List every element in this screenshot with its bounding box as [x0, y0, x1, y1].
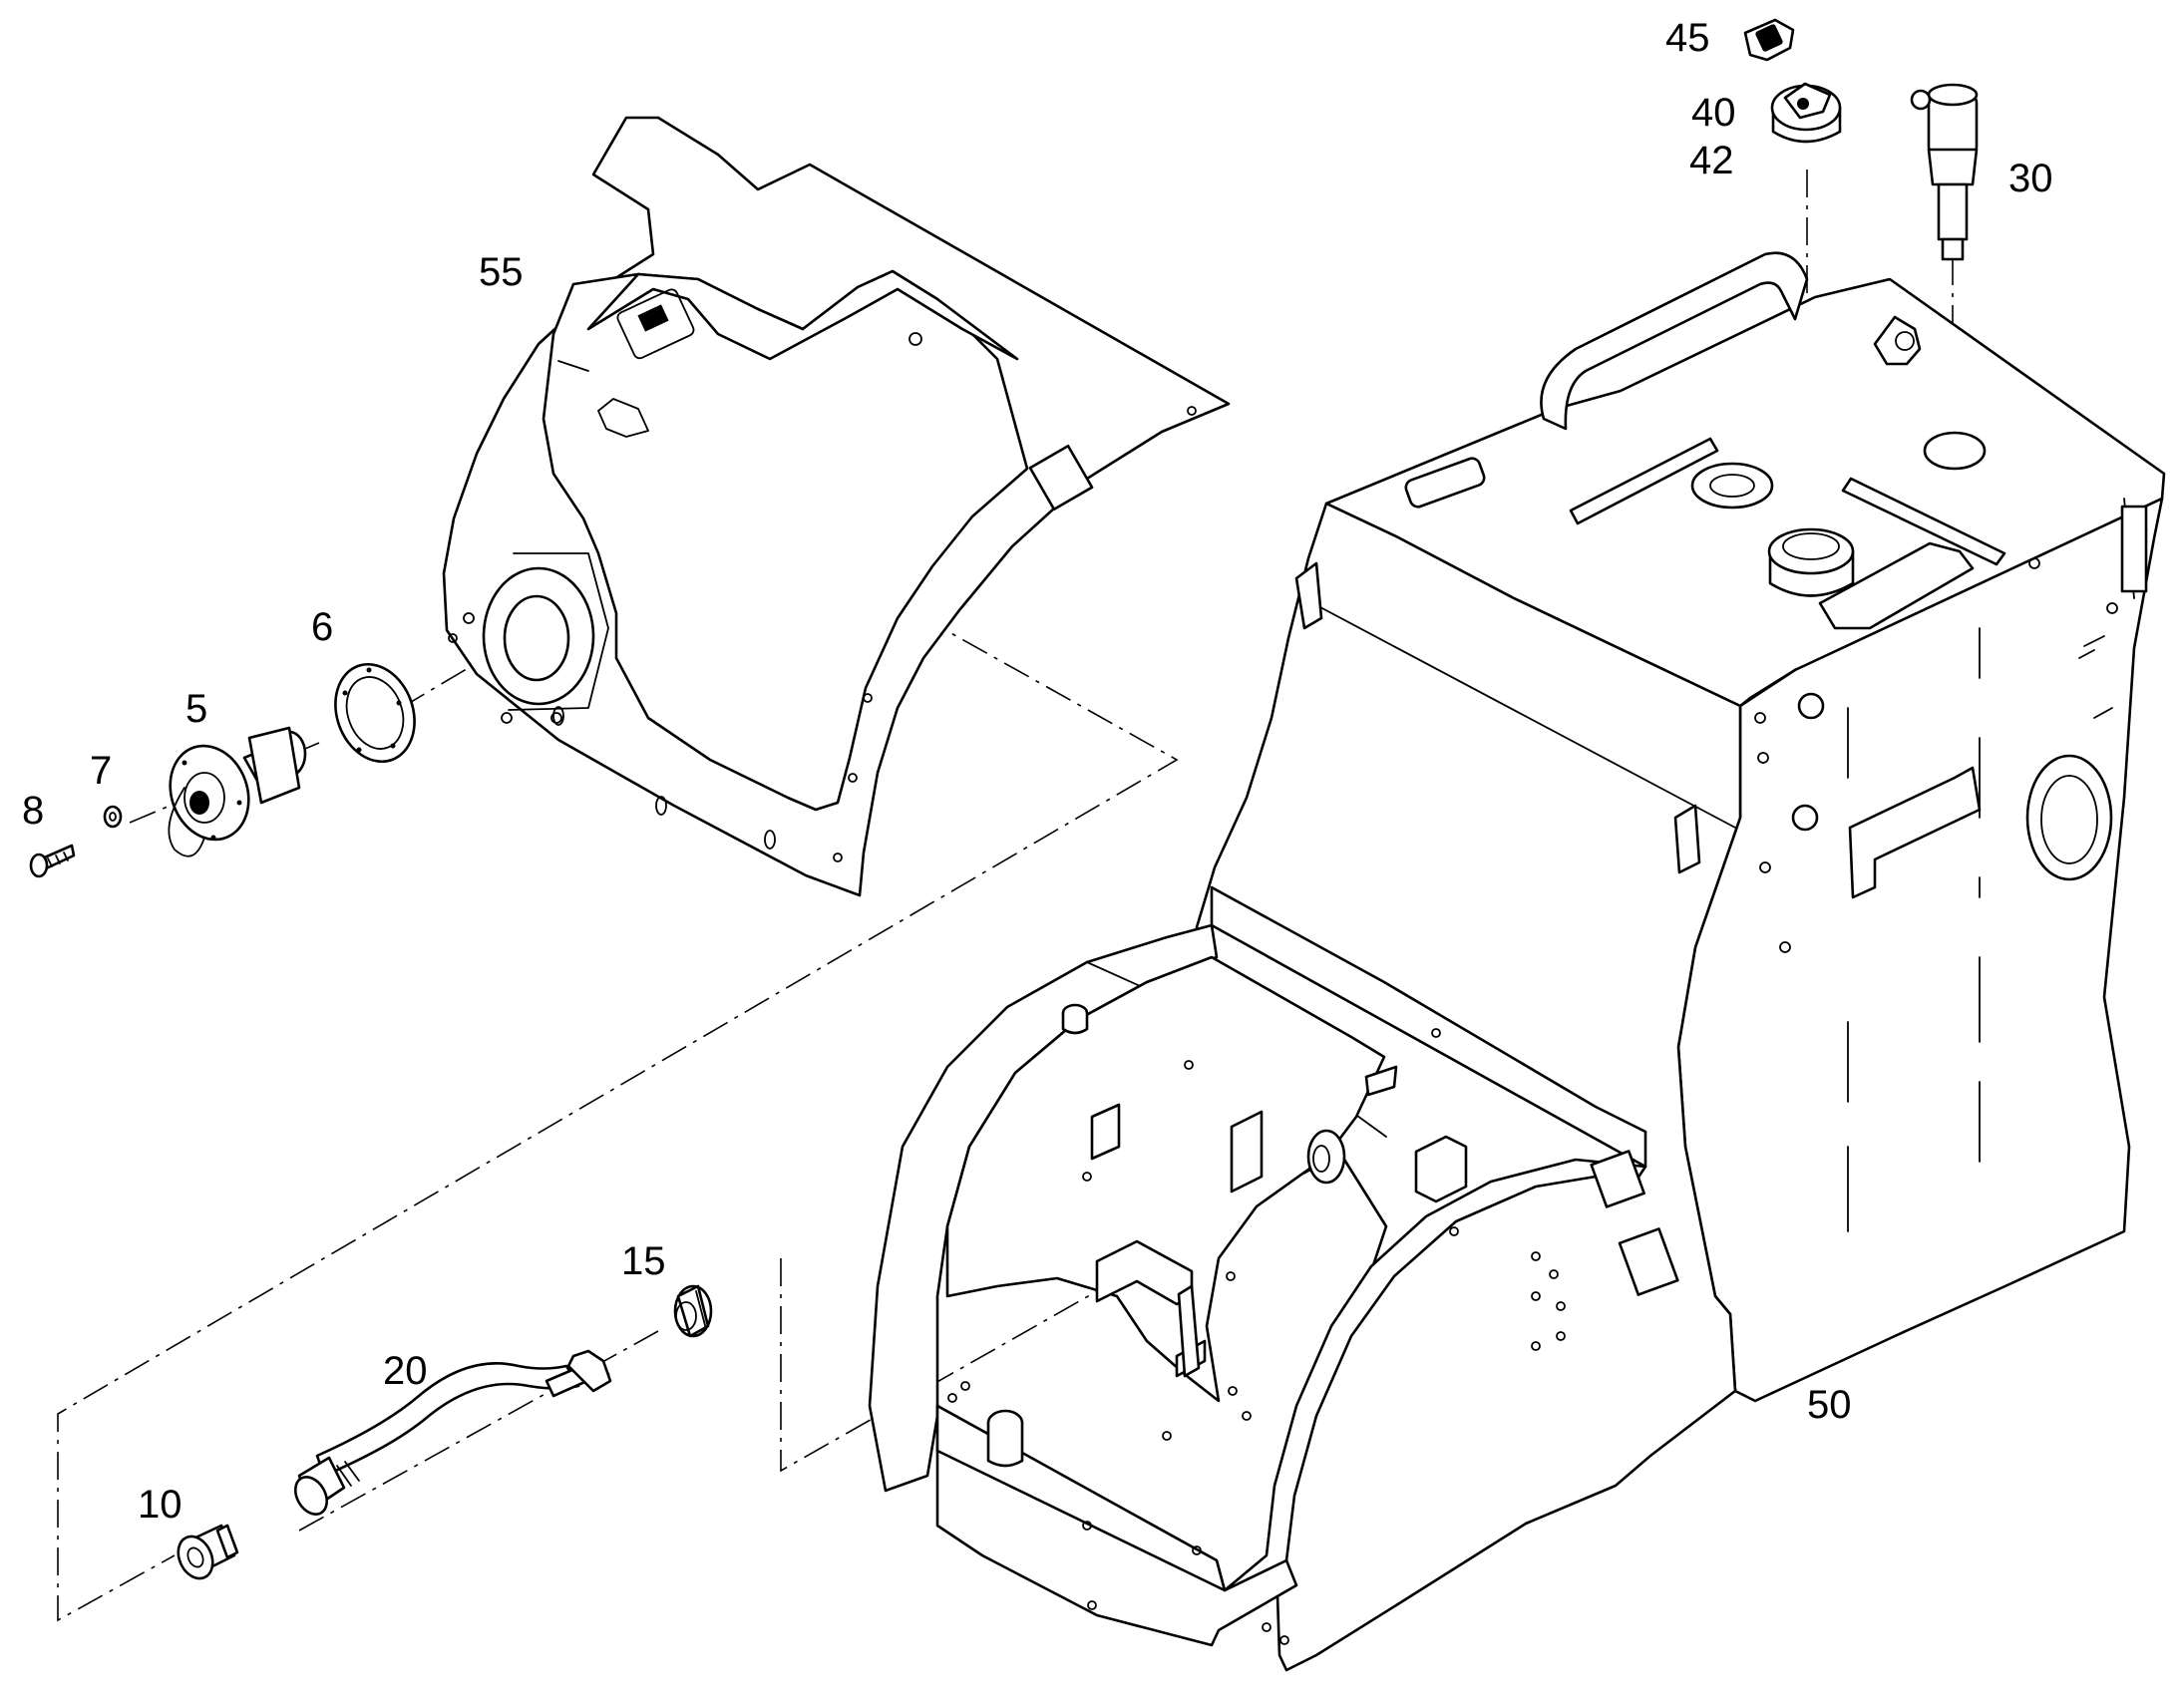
part-40-42-filler-cap — [1770, 82, 1842, 144]
part-10-fitting — [177, 1524, 239, 1580]
callout-45: 45 — [1665, 16, 1710, 60]
callout-labels: 45 40 42 30 55 6 5 7 8 15 20 10 50 — [22, 16, 2053, 1527]
callout-50: 50 — [1807, 1383, 1852, 1427]
part-7-washer — [103, 805, 123, 829]
callout-10: 10 — [138, 1483, 182, 1527]
callout-20: 20 — [383, 1349, 428, 1393]
part-55-cover-panel — [442, 116, 1231, 897]
callout-8: 8 — [22, 789, 44, 833]
callout-15: 15 — [621, 1239, 666, 1283]
part-8-screw — [29, 844, 76, 878]
callout-55: 55 — [479, 250, 524, 294]
callout-42: 42 — [1689, 139, 1734, 182]
callout-40: 40 — [1691, 91, 1736, 135]
part-30-breather — [1910, 83, 1979, 261]
callout-30: 30 — [2008, 157, 2053, 200]
callout-5: 5 — [185, 687, 207, 731]
part-50-frame-tank — [868, 251, 2166, 1672]
part-5-flange-adaptor — [168, 726, 307, 857]
part-6-gasket — [334, 662, 416, 764]
part-45-clip — [1743, 18, 1795, 62]
callout-6: 6 — [311, 605, 333, 649]
part-20-hose — [293, 1349, 612, 1516]
part-15-bush — [673, 1284, 713, 1338]
callout-7: 7 — [90, 749, 112, 793]
